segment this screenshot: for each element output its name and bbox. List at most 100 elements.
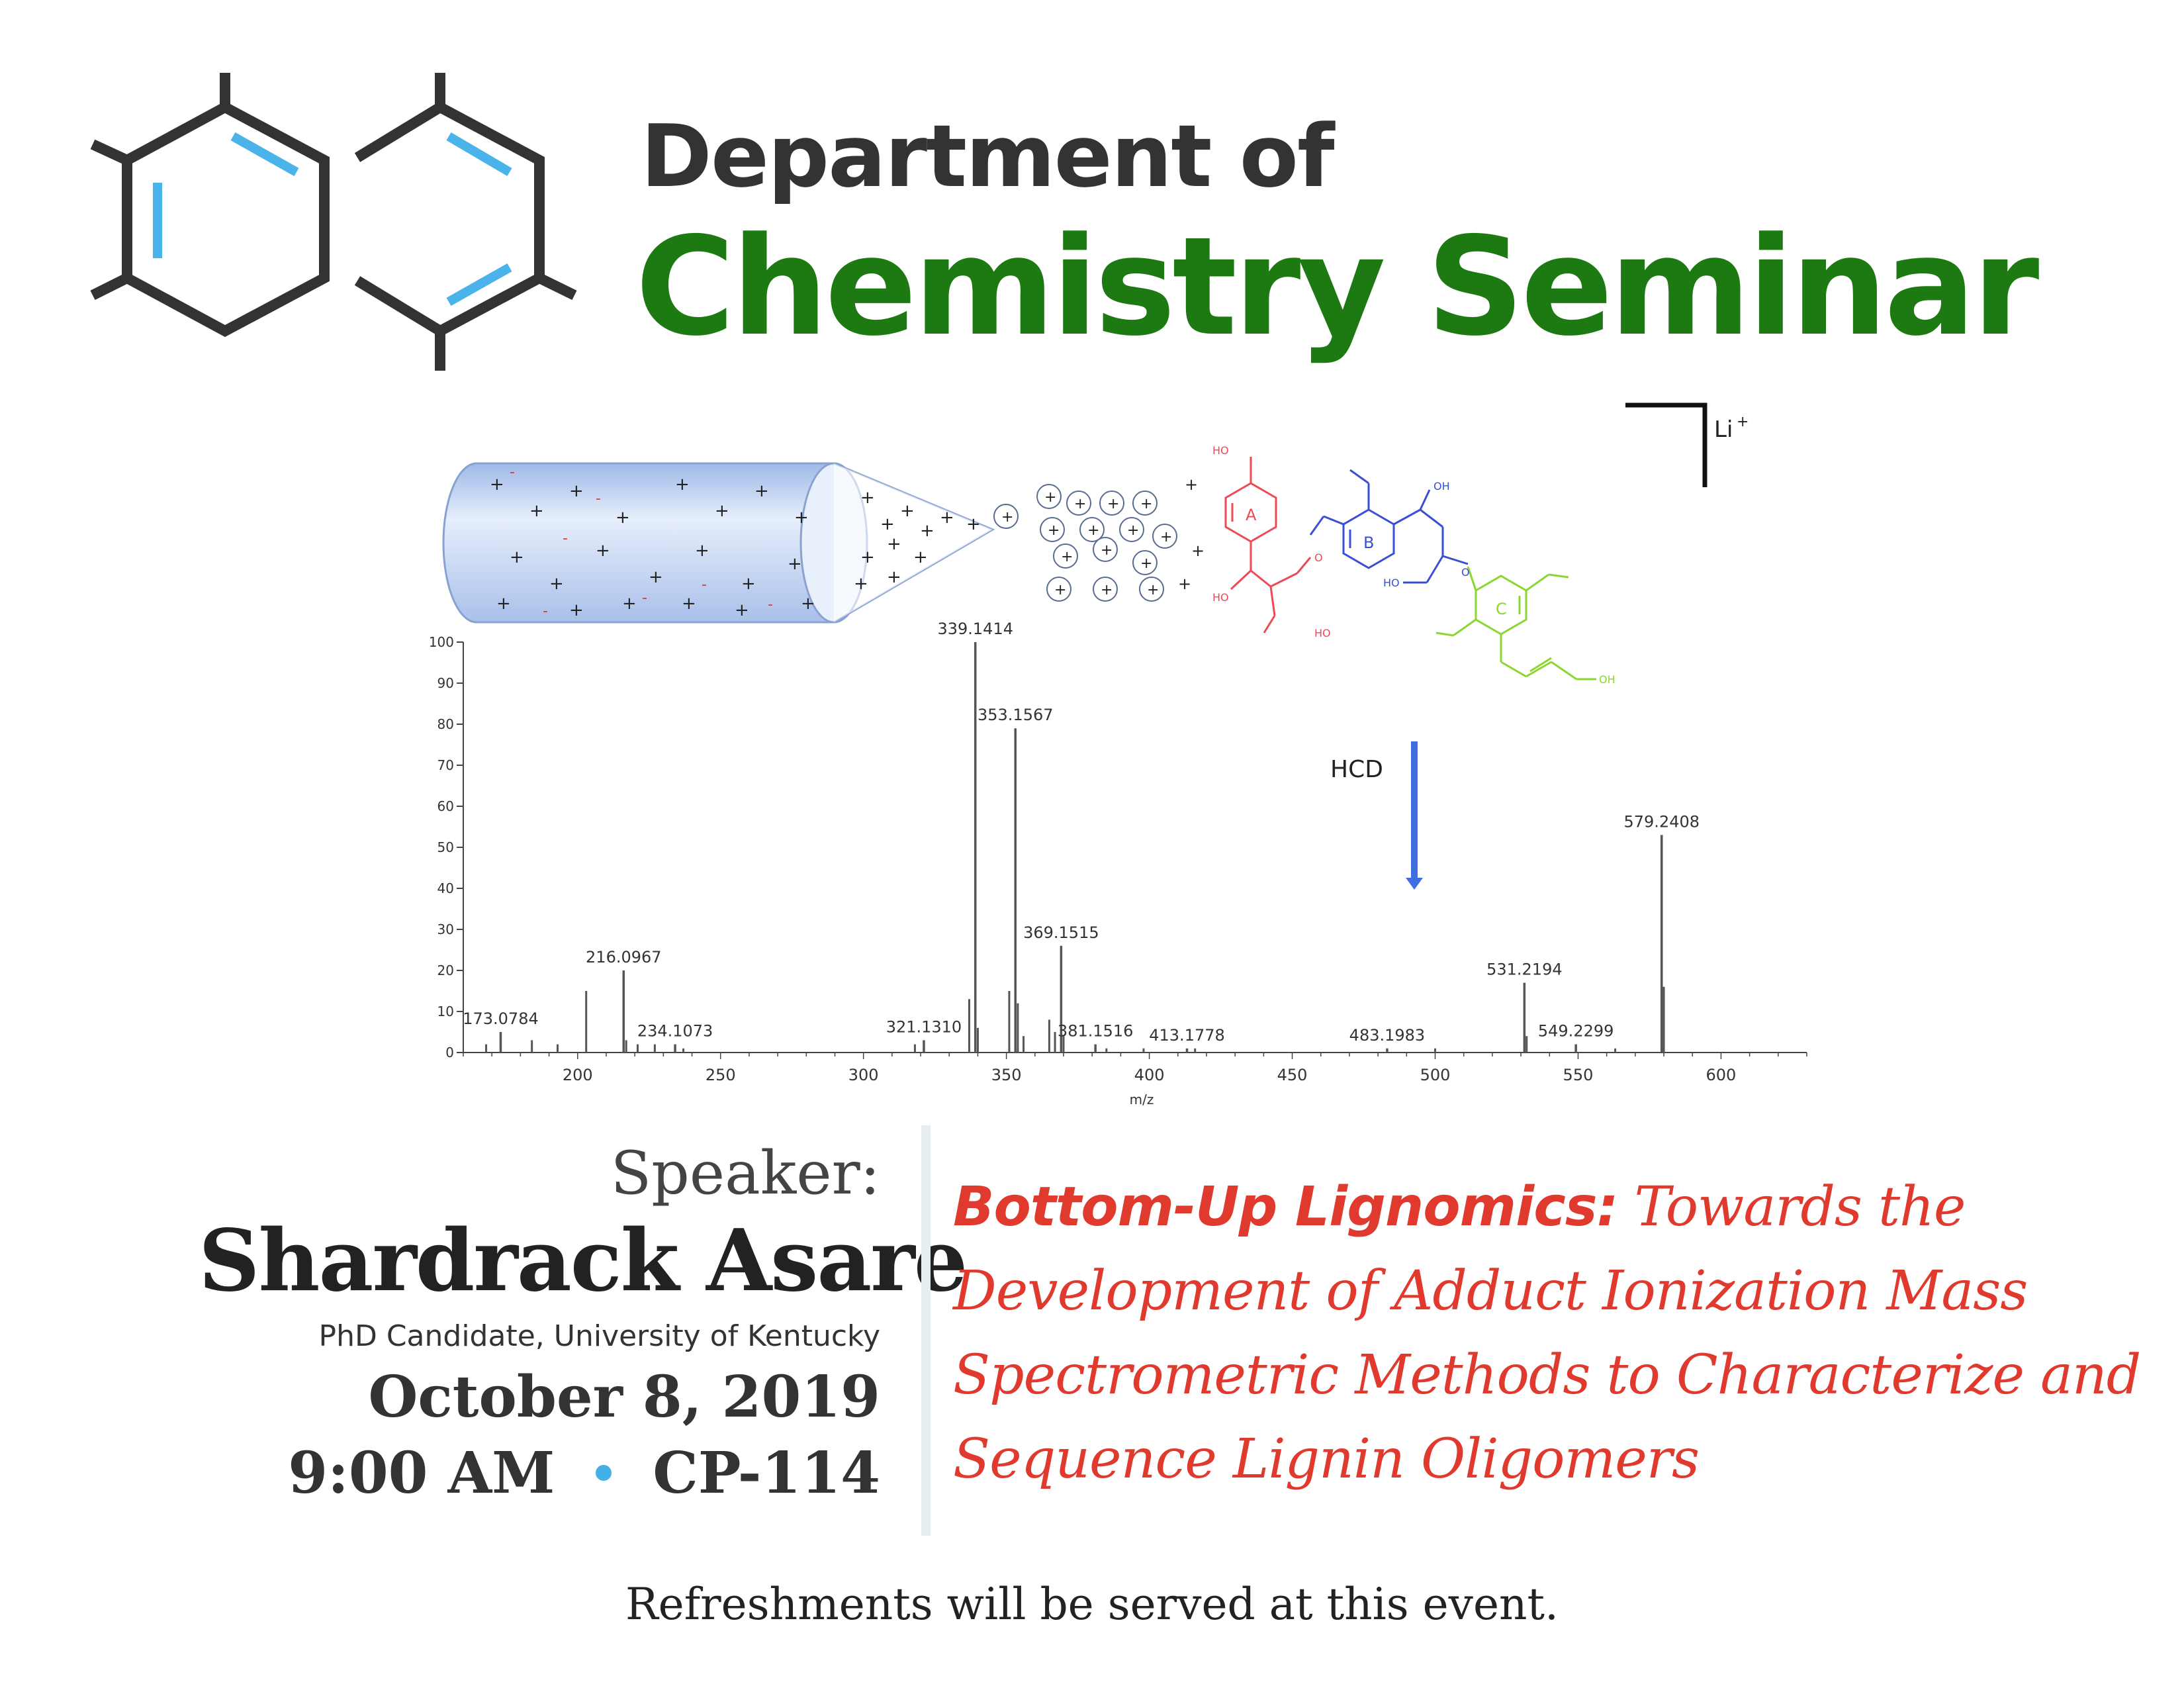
oh-label: OH: [1599, 673, 1615, 686]
charge-plus-icon: +: [741, 574, 756, 594]
peak-label: 531.2194: [1486, 961, 1563, 979]
charge-plus-icon: +: [649, 567, 663, 587]
y-tick-label: 60: [437, 798, 454, 814]
electrospray-tube-icon: ++++++++++++++++++++++++++++++++-------: [442, 462, 995, 624]
divider: [921, 1125, 931, 1536]
charge-plus-icon: +: [801, 594, 815, 614]
speaker-affiliation: PhD Candidate, University of Kentucky: [318, 1319, 880, 1353]
x-tick-label: 300: [848, 1066, 879, 1084]
charge-minus-icon: -: [768, 596, 773, 613]
event-date: October 8, 2019: [368, 1364, 880, 1430]
oh-label: OH: [1433, 480, 1450, 492]
y-tick-label: 40: [437, 880, 454, 896]
charge-plus-icon: +: [860, 488, 875, 508]
x-tick-label: 500: [1420, 1066, 1451, 1084]
naphthalene-logo-icon: [90, 73, 577, 371]
ion-charge: +: [1737, 414, 1749, 430]
refreshments-note: Refreshments will be served at this even…: [625, 1579, 1559, 1630]
ion-droplet-icon: [1079, 517, 1105, 542]
ion-droplet-icon: [1139, 577, 1164, 602]
y-tick-label: 10: [437, 1004, 454, 1019]
lignin-structure-icon: [1224, 457, 1596, 680]
charge-plus-icon: +: [966, 514, 981, 534]
charge-plus-icon: +: [900, 501, 915, 521]
ion-droplet-icon: [1099, 491, 1124, 516]
ion-droplet-icon: [1053, 543, 1078, 569]
event-room: CP-114: [653, 1440, 880, 1507]
y-tick-label: 80: [437, 716, 454, 732]
x-tick-label: 200: [563, 1066, 593, 1084]
seminar-heading: Chemistry Seminar: [635, 209, 2039, 366]
ion-droplet-icon: [1066, 491, 1091, 516]
charge-plus-icon: +: [735, 600, 749, 620]
charge-plus-icon: +: [854, 574, 868, 594]
peak-label: 321.1310: [886, 1017, 962, 1036]
ion-droplet-icon: [1093, 537, 1118, 562]
y-tick-label: 90: [437, 675, 454, 691]
ring-c-label: C: [1496, 600, 1507, 618]
speaker-name: Shardrack Asare: [199, 1211, 968, 1311]
charge-plus-icon: +: [1061, 549, 1073, 565]
ring-a-label: A: [1246, 506, 1257, 524]
peak-label: 549.2299: [1538, 1022, 1614, 1041]
ion-droplet-icon: [1040, 517, 1065, 542]
x-tick-label: 250: [705, 1066, 736, 1084]
charge-plus-icon: +: [490, 475, 504, 494]
y-tick-label: 0: [445, 1045, 454, 1060]
charge-plus-icon: +: [1074, 496, 1086, 512]
charge-plus-icon: +: [860, 547, 875, 567]
talk-title-rest: Towards the Development of Adduct Ioniza…: [953, 1176, 2141, 1491]
charge-plus-icon: +: [1001, 509, 1013, 526]
charge-plus-icon: +: [880, 514, 895, 534]
charge-plus-icon: +: [1101, 542, 1113, 559]
x-tick-label: 350: [991, 1066, 1022, 1084]
ion-droplet-icon: [1046, 577, 1071, 602]
charge-plus-icon: +: [569, 600, 584, 620]
charge-plus-icon: +: [887, 534, 901, 554]
charge-plus-icon: +: [920, 521, 934, 541]
charge-plus-icon: +: [1185, 475, 1198, 494]
charge-minus-icon: -: [543, 603, 548, 620]
department-heading: Department of: [641, 106, 1335, 207]
peak-label: 483.1983: [1349, 1026, 1426, 1045]
charge-minus-icon: -: [510, 464, 515, 481]
charge-plus-icon: +: [682, 594, 696, 614]
charge-plus-icon: +: [1044, 489, 1056, 506]
charge-plus-icon: +: [622, 594, 637, 614]
ion-droplet-icon: [1132, 550, 1158, 575]
charge-plus-icon: +: [675, 475, 690, 494]
ho-label: HO: [1212, 444, 1229, 457]
charge-plus-icon: +: [1087, 522, 1099, 539]
figure-panel: ++++++++++++++++++++++++++++++++------- …: [429, 402, 1807, 1107]
charge-plus-icon: +: [1191, 541, 1205, 560]
charge-plus-icon: +: [496, 594, 511, 614]
charge-plus-icon: +: [569, 481, 584, 501]
charge-plus-icon: +: [1178, 575, 1191, 593]
ion-droplet-icon: [993, 504, 1019, 529]
charge-plus-icon: +: [794, 508, 809, 528]
charge-plus-icon: +: [549, 574, 564, 594]
hcd-arrow-icon: [1406, 741, 1423, 890]
charge-plus-icon: +: [615, 508, 630, 528]
charge-plus-icon: +: [1160, 529, 1172, 545]
charge-plus-icon: +: [715, 501, 729, 521]
talk-title: Bottom-Up Lignomics: Towards the Develop…: [953, 1165, 2164, 1501]
bullet-dot-icon: [596, 1464, 612, 1481]
peak-label: 579.2408: [1624, 812, 1700, 831]
charge-plus-icon: +: [1127, 522, 1139, 539]
peak-label: 353.1567: [978, 706, 1054, 724]
x-tick-label: 450: [1277, 1066, 1308, 1084]
ion-droplet-icon: [1093, 577, 1118, 602]
peak-label: 173.0784: [463, 1009, 539, 1028]
charge-plus-icon: +: [1048, 522, 1060, 539]
ring-b-label: B: [1363, 534, 1374, 552]
peak-label: 216.0967: [586, 948, 662, 966]
ho-label: HO: [1212, 591, 1229, 604]
o-label: O: [1314, 551, 1323, 564]
charge-plus-icon: +: [1147, 582, 1159, 598]
charge-plus-icon: +: [1140, 496, 1152, 512]
charge-plus-icon: +: [695, 541, 709, 561]
peak-label: 369.1515: [1023, 923, 1099, 942]
